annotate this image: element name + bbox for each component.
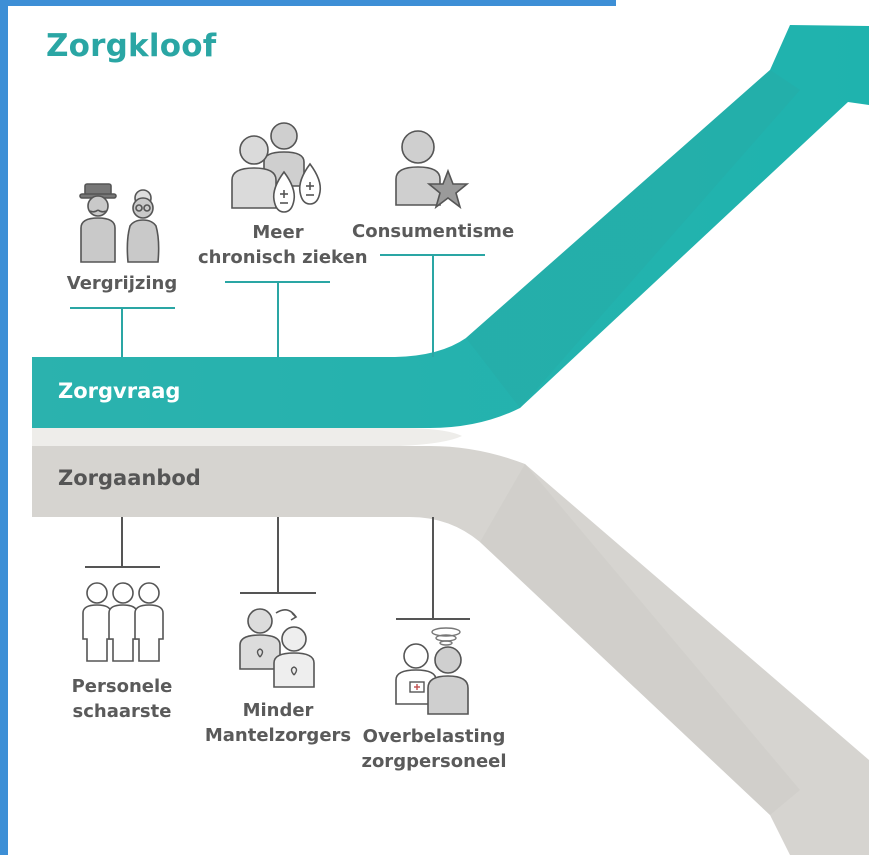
factor-label-mantelzorgers-line1: Minder — [242, 700, 314, 721]
overburdened-staff-icon — [395, 627, 469, 715]
supply-band-label: Zorgaanbod — [58, 466, 201, 490]
frame-left-border — [0, 0, 8, 855]
factor-label-consumentisme: Consumentisme — [352, 221, 515, 242]
factor-label-mantelzorgers: Minder Mantelzorgers — [198, 698, 358, 748]
factor-label-overbelasting: Overbelasting zorgpersoneel — [355, 724, 513, 774]
factor-label-chronisch: Meer chronisch zieken — [198, 220, 368, 270]
factor-label-personele: Personele schaarste — [52, 674, 192, 724]
supply-band — [32, 446, 869, 855]
frame-top-border — [0, 0, 616, 6]
factor-label-chronisch-line2: chronisch zieken — [198, 247, 368, 268]
factor-label-personele-line1: Personele — [71, 676, 173, 697]
chronic-patients-icon — [231, 122, 322, 213]
demand-band-label: Zorgvraag — [58, 379, 181, 403]
demand-band-shade — [466, 70, 800, 408]
factor-label-mantelzorgers-line2: Mantelzorgers — [204, 725, 352, 746]
page-title: Zorgkloof — [46, 28, 217, 64]
factor-label-vergrijzing: Vergrijzing — [66, 273, 178, 294]
person-star-icon — [395, 130, 470, 210]
factor-label-overbelasting-line2: zorgpersoneel — [361, 751, 507, 772]
factor-label-personele-line2: schaarste — [72, 701, 172, 722]
factor-label-chronisch-line1: Meer — [252, 222, 304, 243]
factor-label-overbelasting-line1: Overbelasting — [362, 726, 506, 747]
staff-shortage-icon — [82, 582, 164, 662]
elderly-couple-icon — [79, 183, 160, 263]
band-separator — [32, 428, 462, 446]
demand-band — [32, 25, 869, 428]
supply-band-shade — [480, 464, 800, 815]
caregivers-icon — [239, 608, 315, 688]
